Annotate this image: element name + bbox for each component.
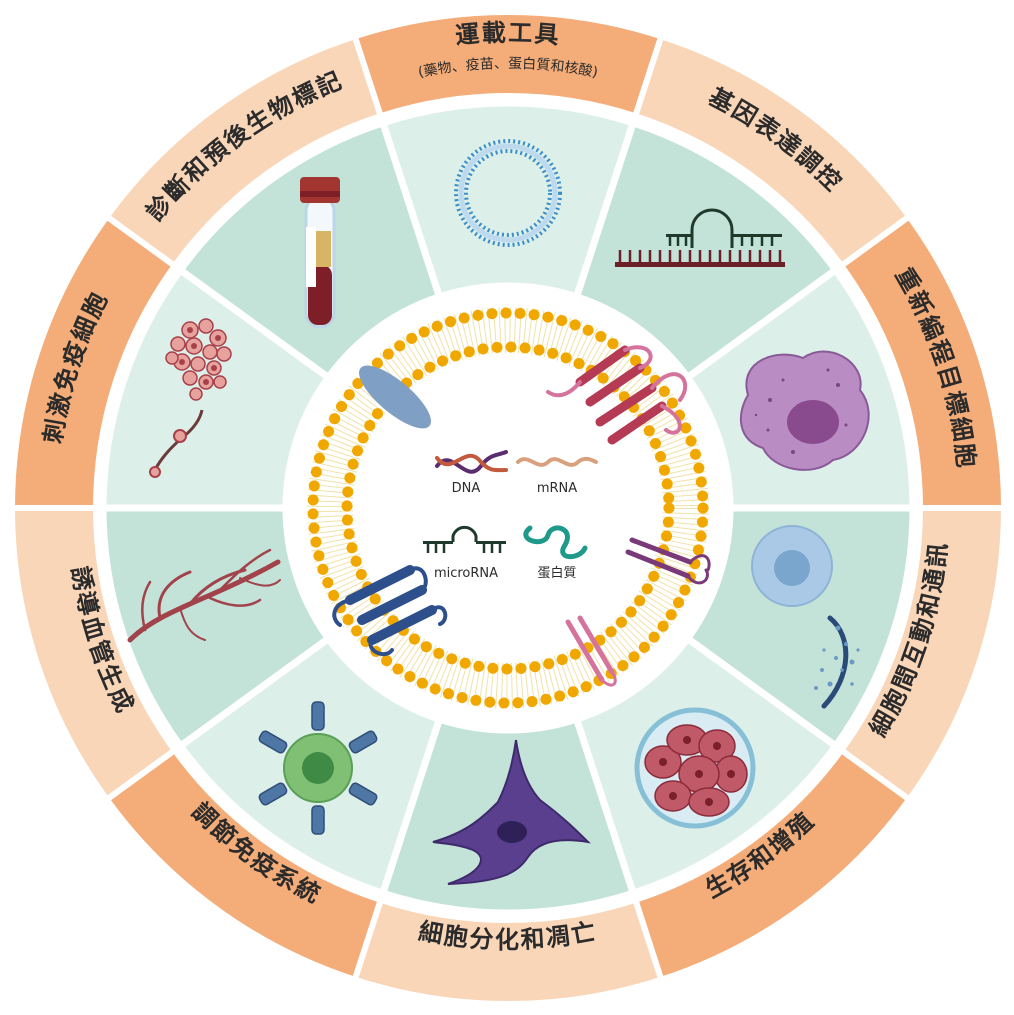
signaling-cell-icon [751, 525, 860, 709]
microrna-hairpin-icon [615, 208, 785, 267]
liposome-icon [454, 139, 562, 247]
neuron-cell-icon [432, 739, 591, 885]
protein-label: 蛋白質 [537, 565, 576, 581]
pink-channel-protein-icon [565, 615, 617, 687]
protein-icon [523, 525, 588, 560]
exosome: DNA mRNA microRNA 蛋白質 [286, 286, 730, 730]
mrna-icon [516, 456, 598, 467]
dna-icon [435, 450, 508, 474]
microrna-label: microRNA [434, 566, 498, 581]
microrna-icon [423, 526, 506, 553]
proliferating-cells-dish-icon [634, 707, 756, 829]
blood-vessel-icon [127, 548, 281, 643]
mrna-label: mRNA [537, 481, 577, 496]
blue-transmembrane-protein-icon [332, 565, 448, 657]
tumor-cluster-icon [149, 318, 232, 478]
immune-cell-icon [258, 701, 378, 835]
reprogrammed-cell-icon [740, 350, 870, 471]
segment-label-0: 運載工具 [454, 19, 562, 50]
dna-label: DNA [452, 481, 481, 496]
segment-band-9 [102, 32, 385, 271]
outer-label-ring [8, 9, 1008, 1007]
blood-tube-icon [300, 177, 340, 329]
transmembrane-protein-icon [546, 345, 688, 445]
membrane-protein-icon [359, 365, 431, 429]
receptor-protein-icon [625, 537, 711, 585]
